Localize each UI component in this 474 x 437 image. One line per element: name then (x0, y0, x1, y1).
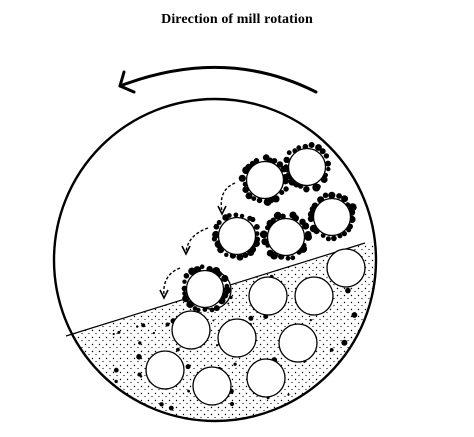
coated-ball (238, 154, 289, 206)
powder-particle (138, 341, 142, 345)
powder-particle (94, 416, 99, 421)
charge-ball (248, 276, 288, 316)
powder-particle (91, 398, 95, 401)
coated-ball (259, 211, 313, 261)
charge-ball (171, 310, 211, 350)
charge-ball (217, 318, 257, 358)
powder-particle (212, 319, 215, 322)
powder-particle (159, 402, 164, 407)
powder-particle (141, 323, 146, 328)
powder-particle (168, 405, 174, 411)
powder-particle (165, 322, 170, 327)
charge-ball (246, 358, 286, 398)
cascading-balls (181, 142, 357, 313)
flow-arrow-icon (159, 267, 181, 300)
powder-particle (117, 330, 121, 334)
powder-particle (82, 406, 88, 413)
flow-arrow-icon (217, 182, 236, 216)
powder-particle (309, 318, 312, 322)
powder-particle (137, 372, 142, 377)
charge-ball (192, 366, 232, 406)
powder-particle (227, 302, 230, 305)
powder-particle (229, 401, 235, 407)
powder-particle (357, 404, 364, 411)
charge-ball (278, 323, 318, 363)
powder-particle (112, 332, 115, 336)
powder-particle (340, 363, 344, 368)
charge-ball (326, 248, 366, 288)
coated-ball (283, 142, 331, 193)
powder-particle (119, 415, 123, 420)
powder-particle (187, 389, 191, 393)
powder-particle (333, 371, 336, 374)
powder-particle (248, 315, 254, 321)
powder-particle (345, 287, 351, 294)
powder-particle (113, 367, 119, 373)
powder-particle (91, 397, 96, 402)
powder-particle (351, 312, 358, 318)
powder-particle (114, 379, 118, 384)
powder-particle (90, 413, 95, 418)
powder-particle (136, 354, 142, 360)
flow-arrows (159, 182, 236, 300)
powder-particle (149, 411, 151, 414)
charge-ball (145, 350, 185, 390)
powder-particle (215, 344, 219, 347)
powder-particle (329, 348, 334, 352)
coated-ball (307, 191, 357, 242)
flow-arrow-icon (181, 227, 209, 256)
powder-particle (341, 339, 348, 346)
coated-ball (211, 212, 261, 261)
rotation-arrow-icon (118, 65, 318, 94)
powder-particle (358, 398, 362, 403)
powder-particle (152, 331, 155, 335)
powder-particle (136, 325, 139, 328)
charge-ball (294, 276, 334, 316)
powder-particle (176, 347, 180, 352)
coated-ball (181, 264, 231, 313)
powder-particle (287, 393, 290, 396)
powder-particle (185, 364, 191, 370)
page-title: Direction of mill rotation (161, 12, 313, 27)
powder-particle (233, 362, 237, 366)
